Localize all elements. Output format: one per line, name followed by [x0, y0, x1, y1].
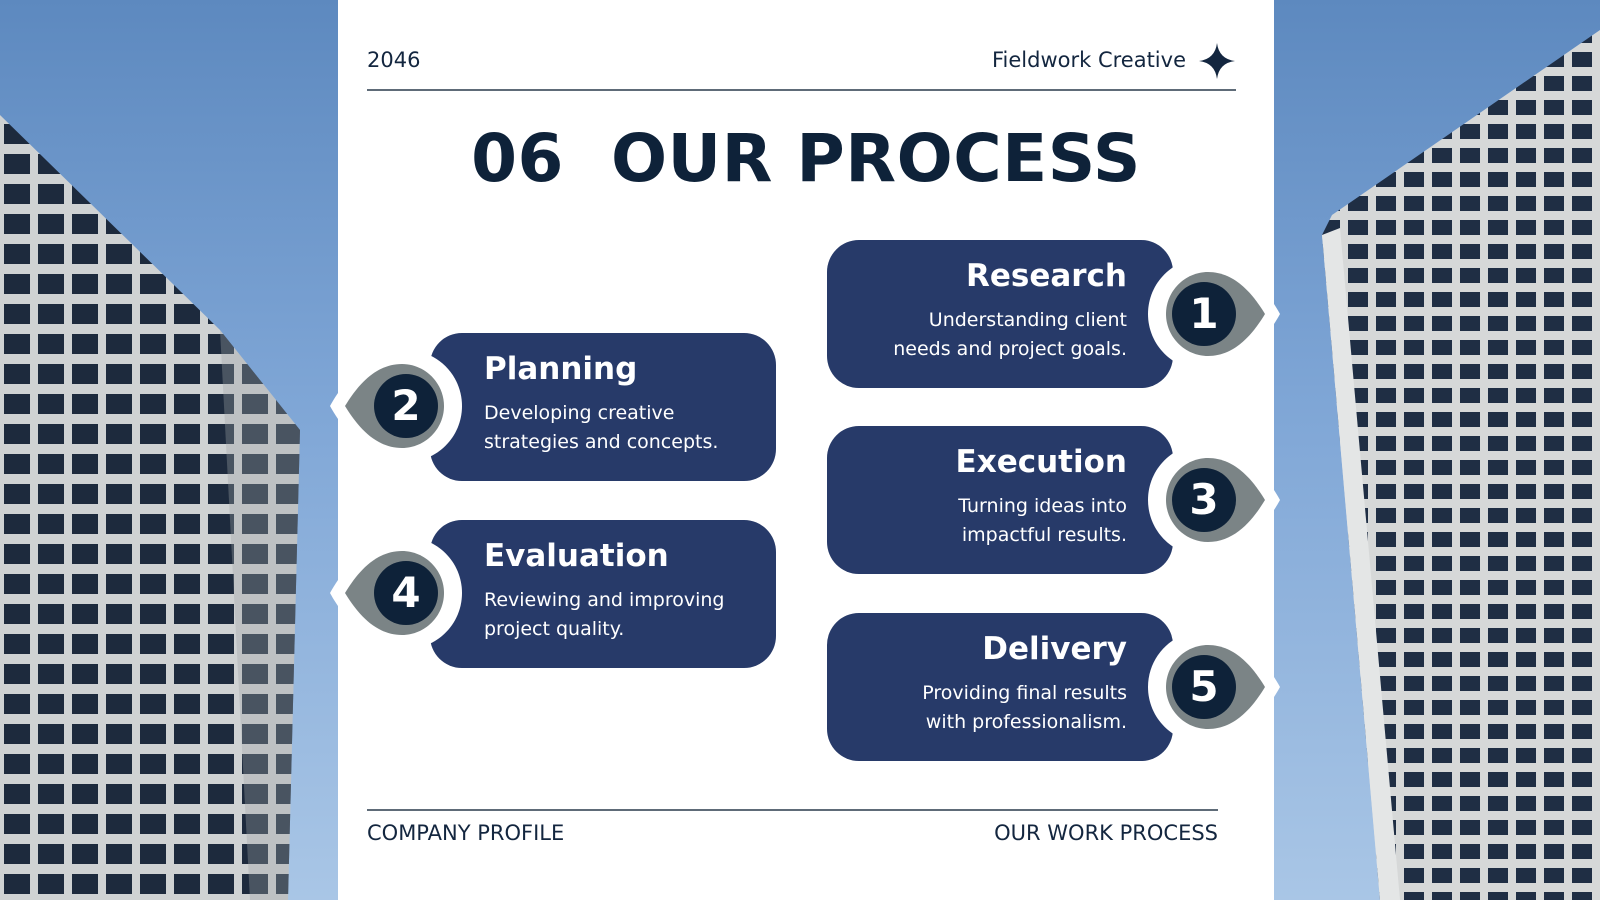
- step-number: 1: [1189, 289, 1219, 338]
- four-point-star-icon: [1199, 43, 1235, 79]
- step-number: 4: [391, 568, 421, 617]
- step-title: Research: [965, 258, 1127, 294]
- step-title: Evaluation: [484, 538, 669, 574]
- step-marker-1: 1: [1144, 254, 1294, 374]
- step-number: 3: [1189, 475, 1219, 524]
- header-brand: Fieldwork Creative: [991, 48, 1186, 72]
- footer-divider: [367, 809, 1218, 811]
- step-marker-2: 2: [316, 346, 466, 466]
- slide-panel: 2046 Fieldwork Creative 06 OUR PROCESS R…: [330, 0, 1280, 900]
- step-title: Execution: [955, 444, 1127, 480]
- step-title: Planning: [484, 351, 638, 387]
- step-number: 2: [391, 381, 421, 430]
- footer-left-label: COMPANY PROFILE: [367, 821, 565, 845]
- page-title: 06 OUR PROCESS: [338, 120, 1274, 197]
- step-marker-4: 4: [316, 533, 466, 653]
- step-marker-3: 3: [1144, 440, 1294, 560]
- header-year: 2046: [367, 48, 421, 72]
- step-marker-5: 5: [1144, 627, 1294, 747]
- step-number: 5: [1189, 662, 1219, 711]
- title-number: 06: [471, 120, 564, 197]
- step-title: Delivery: [982, 631, 1127, 667]
- header-divider: [367, 89, 1236, 91]
- footer-right-label: OUR WORK PROCESS: [994, 821, 1218, 845]
- title-text: OUR PROCESS: [610, 120, 1141, 197]
